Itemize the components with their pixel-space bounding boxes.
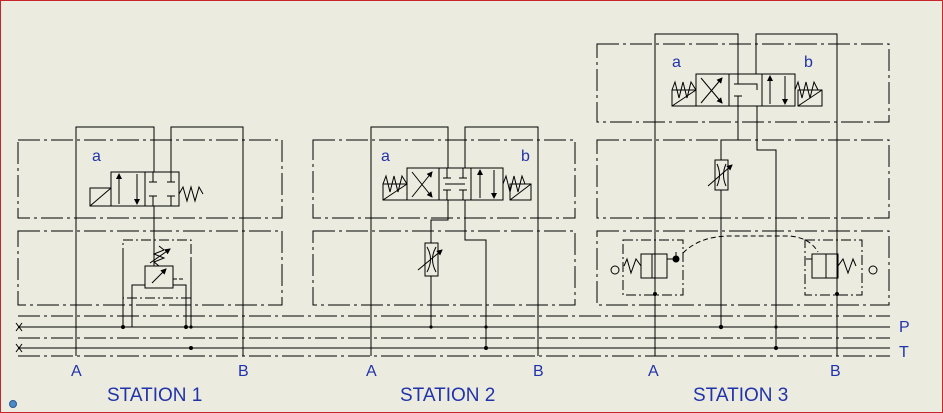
spring-icon: [382, 174, 408, 193]
s2-solenoid-a-label: a: [381, 148, 390, 165]
s3-port-a-label: A: [648, 363, 659, 380]
check-icon: [868, 265, 878, 275]
s2-solenoid-b-label: b: [521, 148, 530, 165]
rail-t-label: T: [899, 344, 909, 361]
junction-dots: [121, 292, 839, 350]
valve-s2: [382, 167, 532, 201]
solenoid-icon: [382, 183, 408, 201]
valve-s1: [89, 171, 204, 207]
s1-port-a-label: A: [71, 363, 82, 380]
station-3-title: STATION 3: [693, 385, 788, 406]
spring-icon: [671, 80, 697, 99]
solenoid-icon: [671, 89, 697, 107]
station-3: [596, 33, 890, 356]
s3-solenoid-b-label: b: [804, 54, 813, 71]
s2-port-a-label: A: [366, 363, 377, 380]
s1-solenoid-a-label: a: [92, 148, 101, 165]
spring-icon: [837, 257, 857, 275]
spring-icon: [178, 185, 204, 203]
spring-icon: [502, 174, 526, 193]
solenoid-icon: [797, 89, 823, 107]
solenoid-icon: [509, 183, 532, 201]
manifold-rails: [15, 315, 890, 357]
s3-solenoid-a-label: a: [672, 54, 681, 71]
station-2: [312, 126, 576, 356]
spring-icon: [794, 80, 819, 99]
s2-port-b-label: B: [533, 363, 544, 380]
valve-s3: [671, 73, 823, 107]
relief-valve-s3-b: [804, 239, 878, 296]
station-1-title: STATION 1: [107, 385, 202, 406]
spring-icon: [623, 257, 642, 275]
throttle-s3: [707, 106, 777, 348]
reducing-valve-s1: [122, 206, 192, 327]
rail-p-label: P: [899, 319, 910, 336]
station-1: [17, 126, 283, 356]
spring-icon: [152, 245, 166, 267]
station-2-title: STATION 2: [400, 385, 495, 406]
throttle-s2: [417, 200, 487, 348]
check-icon: [610, 265, 620, 275]
relief-valve-s3-a: [610, 235, 819, 296]
s3-port-b-label: B: [830, 363, 841, 380]
solenoid-icon: [89, 187, 112, 207]
s1-port-b-label: B: [238, 363, 249, 380]
status-dot-icon: [9, 400, 17, 408]
